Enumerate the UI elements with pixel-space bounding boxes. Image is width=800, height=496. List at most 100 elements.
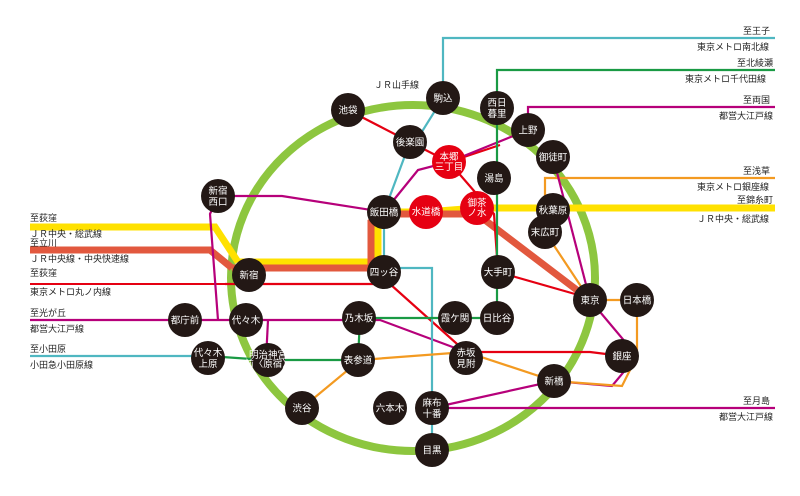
dest-oji: 至王子 (743, 26, 770, 37)
station-shinjuku_nishiguchi: 新宿西口 (201, 179, 235, 213)
station-meijijingumae: 明治神宮前〈原宿〉 (244, 343, 292, 377)
station-marker (511, 113, 545, 147)
dest-chuo-sobu-line-right: ＪＲ中央・総武線 (697, 213, 769, 225)
station-name: 上野 (518, 125, 538, 136)
dest-tachikawa: 至立川 (30, 237, 57, 249)
station-kasumigaseki: 霞ケ関 (438, 301, 472, 335)
station-name: 後楽園 (396, 136, 425, 148)
station-marker (201, 179, 235, 213)
dest-ginza-line: 東京メトロ銀座線 (697, 181, 769, 193)
station-name: 表参道 (344, 354, 373, 366)
station-yoyogi: 代々木 (229, 303, 263, 337)
station-iidabashi: 飯田橋 (367, 195, 401, 229)
dest-chuo-sobu-line-left: ＪＲ中央・総武線 (30, 228, 102, 240)
dest-chiyoda-line: 東京メトロ千代田線 (685, 73, 766, 85)
station-azabujuban: 麻布十番 (415, 391, 449, 425)
right-destination-labels: 至王子 東京メトロ南北線 至北綾瀬 東京メトロ千代田線 至両国 都営大江戸線 至… (685, 26, 773, 423)
station-ginza: 銀座 (605, 339, 639, 373)
dest-ogikubo-1: 至荻窪 (30, 212, 57, 224)
station-ochanomizu: 御茶ノ水 (460, 191, 494, 225)
station-name: 代々木 (232, 314, 261, 326)
station-name: 四ッ谷 (370, 267, 399, 278)
station-marker (528, 215, 562, 249)
station-marker (480, 91, 514, 125)
station-marker (409, 195, 443, 229)
station-akasakamitsuke: 赤坂見附 (449, 341, 483, 375)
station-shimbashi: 新橋 (537, 364, 571, 398)
station-yushima: 湯島 (477, 161, 511, 195)
dest-tsukishima: 至月島 (743, 395, 770, 407)
left-destination-lines (30, 223, 241, 358)
station-name: 赤坂見附 (456, 348, 476, 370)
station-omotesando: 表参道 (341, 343, 375, 377)
station-yotsuya: 四ッ谷 (367, 255, 401, 289)
station-name: 新橋 (544, 375, 564, 387)
dest-oedo-line-1: 都営大江戸線 (719, 110, 773, 122)
station-name: 明治神宮前〈原宿〉 (244, 349, 292, 370)
station-suehirocho: 末広町 (528, 215, 562, 249)
station-marker (341, 343, 375, 377)
dest-ogikubo-2: 至荻窪 (30, 267, 57, 279)
station-korakuen: 後楽園 (393, 125, 427, 159)
station-marker (449, 341, 483, 375)
oedo-line (180, 318, 467, 354)
station-ikebukuro: 池袋 (331, 93, 365, 127)
station-otemachi: 大手町 (481, 255, 515, 289)
station-name: 本郷三丁目 (435, 151, 464, 173)
station-okachimachi: 御徒町 (536, 140, 570, 174)
station-name: 都庁前 (171, 314, 200, 326)
station-komagome: 駒込 (426, 81, 460, 115)
station-shinjuku: 新宿 (232, 258, 266, 292)
station-hibiya: 日比谷 (480, 301, 514, 335)
station-marker (367, 195, 401, 229)
station-marker (573, 283, 607, 317)
dest-hikarigaoka: 至光が丘 (30, 307, 66, 319)
station-tokyo: 東京 (573, 283, 607, 317)
left-destination-labels: 至荻窪 ＪＲ中央・総武線 至立川 ＪＲ中央線・中央快速線 至荻窪 東京メトロ丸ノ… (30, 212, 129, 371)
station-name: 乃木坂 (345, 312, 374, 324)
station-marker (191, 341, 225, 375)
dest-odawara: 至小田原 (30, 344, 66, 355)
dest-kinshicho: 至錦糸町 (737, 194, 773, 206)
station-marker (477, 161, 511, 195)
station-shibuya: 渋谷 (285, 391, 319, 425)
station-suidobashi: 水道橋 (409, 195, 443, 229)
station-marker (536, 140, 570, 174)
station-name: 代々木上原 (194, 347, 223, 370)
station-marker (415, 391, 449, 425)
station-name: 六本木 (376, 402, 405, 414)
station-marker (285, 391, 319, 425)
station-yoyogiuehara: 代々木上原 (191, 341, 225, 375)
station-name: 大手町 (484, 266, 513, 278)
station-marker (426, 81, 460, 115)
station-name: 渋谷 (292, 402, 312, 414)
station-marker (168, 303, 202, 337)
dest-oedo-line-2: 都営大江戸線 (719, 411, 773, 423)
station-name: 湯島 (484, 172, 503, 184)
station-marker (605, 339, 639, 373)
station-name: 西日暮里 (487, 98, 506, 120)
station-marker (620, 283, 654, 317)
station-marker (373, 391, 407, 425)
station-name: 新宿西口 (208, 185, 227, 208)
station-ueno: 上野 (511, 113, 545, 147)
station-marker (367, 255, 401, 289)
yamanote-line (227, 101, 599, 455)
dest-kitaayase: 至北綾瀬 (737, 57, 773, 69)
dest-chuo-rapid-line: ＪＲ中央線・中央快速線 (30, 253, 129, 265)
stations: 駒込池袋西日暮里上野御徒町後楽園本郷三丁目湯島新宿西口飯田橋水道橋御茶ノ水秋葉原… (168, 81, 654, 467)
station-meguro: 目黒 (415, 433, 449, 467)
station-roppongi: 六本木 (373, 391, 407, 425)
station-marker (480, 301, 514, 335)
station-name: 駒込 (433, 92, 453, 104)
dest-asakusa: 至浅草 (743, 165, 770, 177)
yamanote-line-label: ＪＲ山手線 (374, 79, 419, 91)
station-marker (415, 433, 449, 467)
dest-odakyu-line: 小田急小田原線 (30, 359, 93, 371)
dest-namboku-line: 東京メトロ南北線 (697, 41, 769, 53)
station-nihonbashi: 日本橋 (620, 283, 654, 317)
station-name: 東京 (580, 294, 599, 306)
station-marker (537, 364, 571, 398)
station-marker (331, 93, 365, 127)
